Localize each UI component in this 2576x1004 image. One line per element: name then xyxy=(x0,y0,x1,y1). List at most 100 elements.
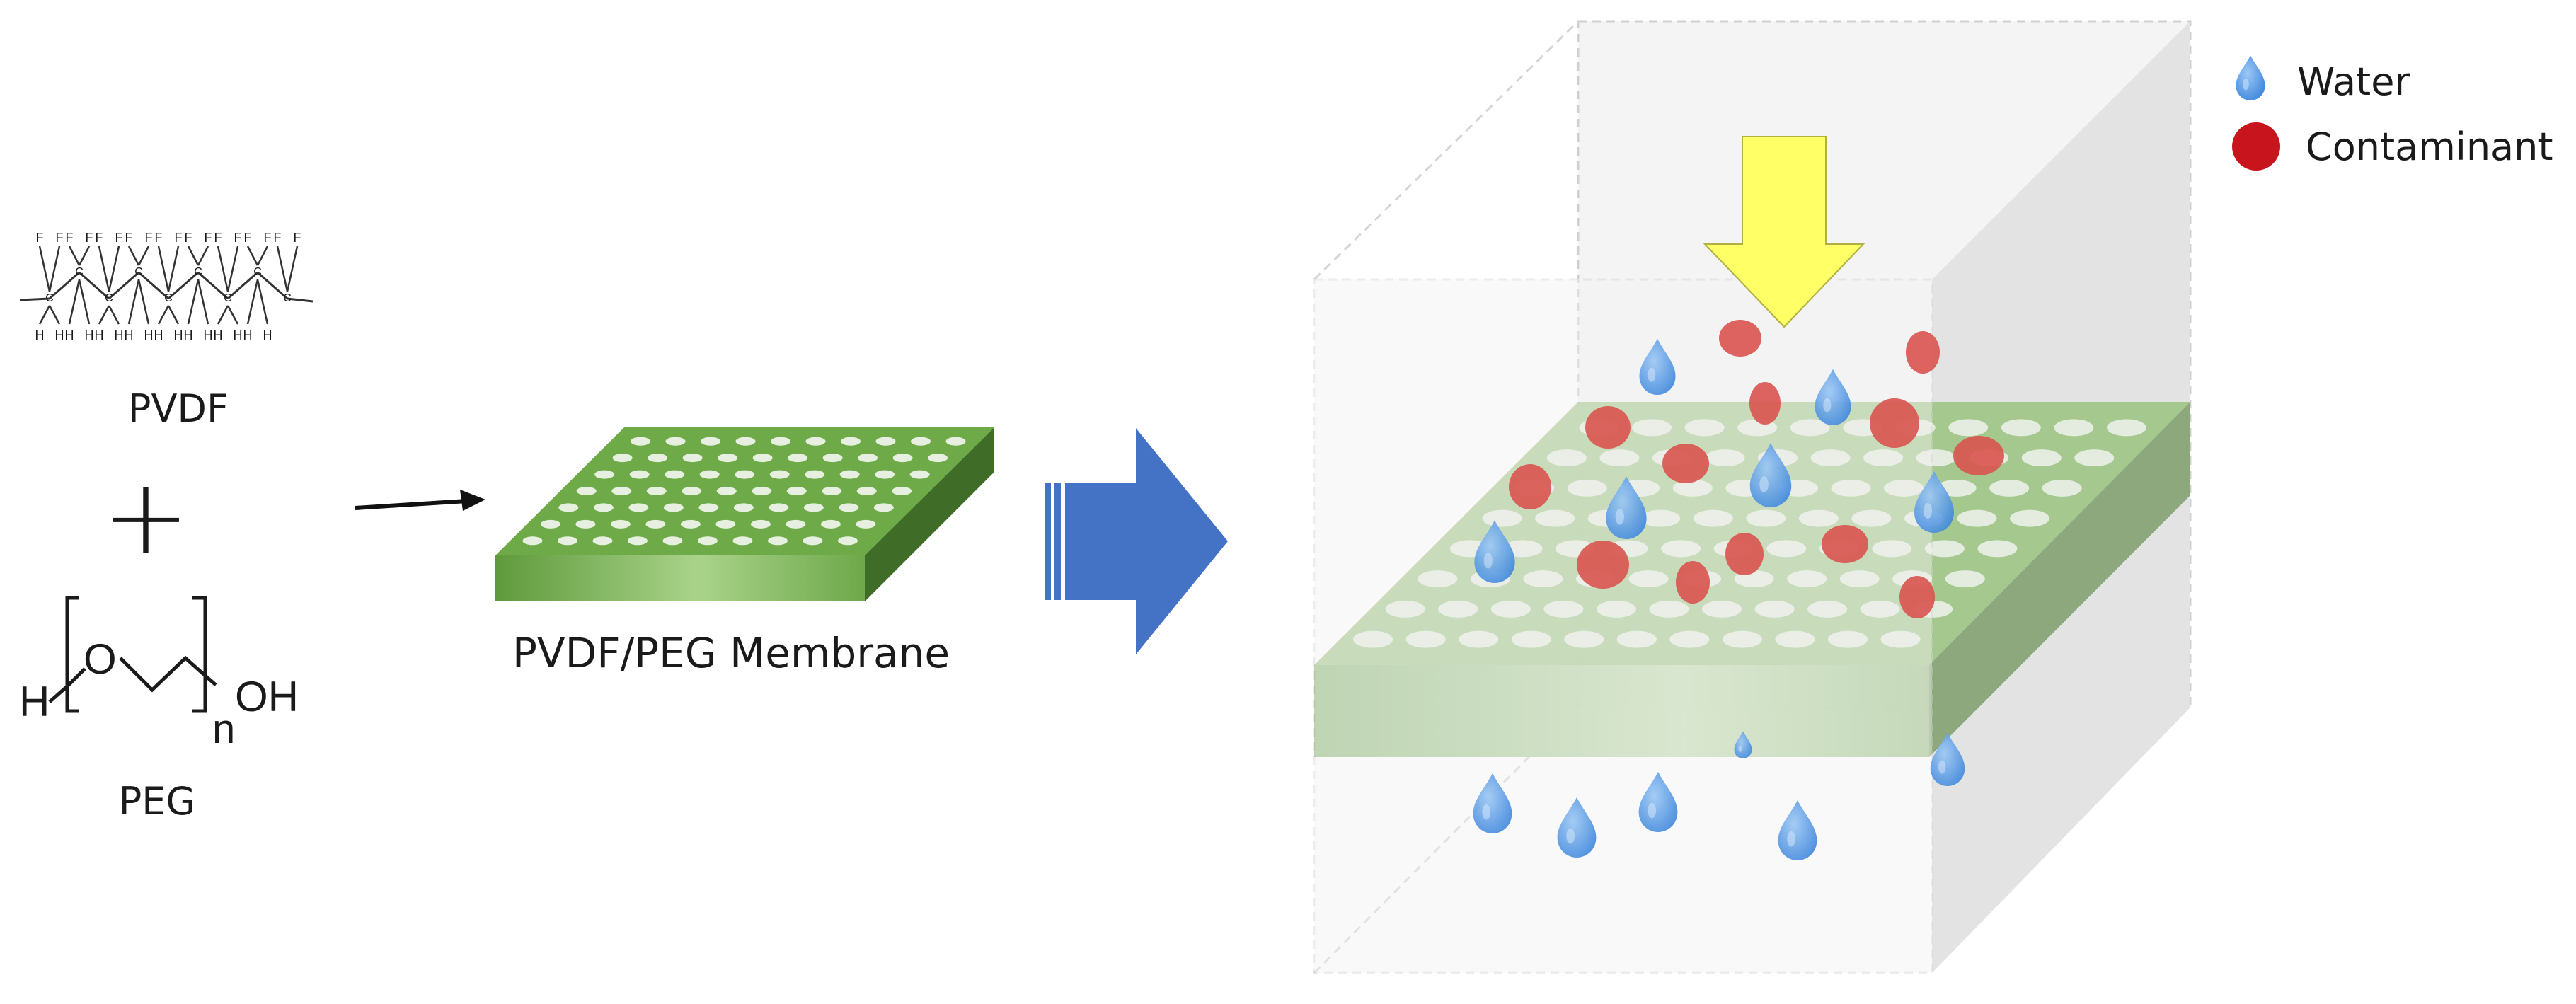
membrane-pore xyxy=(1860,600,1900,618)
pvdf-carbon-atom: C xyxy=(75,266,84,278)
membrane-pore xyxy=(911,437,931,446)
membrane-pore xyxy=(1948,419,1989,437)
membrane-pore xyxy=(1798,509,1839,527)
membrane-pore xyxy=(803,503,824,512)
membrane-pore xyxy=(2042,479,2082,497)
membrane-pore xyxy=(1546,449,1587,467)
membrane-pore xyxy=(1722,630,1762,648)
membrane-pore xyxy=(1632,419,1672,437)
membrane-pore xyxy=(1977,540,2018,558)
pvdf-fluorine-atom: F xyxy=(86,231,93,245)
membrane-pore xyxy=(1523,570,1563,588)
membrane-pore xyxy=(1459,630,1499,648)
pvdf-fluorine-atom: F xyxy=(274,231,282,245)
membrane-pore xyxy=(592,536,613,546)
contaminant-particle xyxy=(1822,525,1868,563)
legend-contaminant-label: Contaminant xyxy=(2306,125,2553,169)
contaminant-particle xyxy=(1953,436,2004,475)
membrane-pore xyxy=(1945,570,1985,588)
membrane-pore xyxy=(769,503,789,512)
membrane-pore xyxy=(1353,630,1393,648)
membrane-pore xyxy=(576,487,597,495)
membrane-pore xyxy=(1831,479,1871,497)
membrane-label: PVDF/PEG Membrane xyxy=(512,629,950,677)
pvdf-fluorine-atom: F xyxy=(56,231,64,245)
contaminant-particle xyxy=(1577,541,1629,589)
membrane-pore xyxy=(1669,630,1710,648)
process-arrow xyxy=(1045,428,1228,654)
membrane-pore xyxy=(1851,509,1892,527)
pvdf-carbon-atom: C xyxy=(253,266,262,278)
membrane-pore xyxy=(822,454,843,463)
membrane-pore xyxy=(1535,509,1575,527)
membrane-pore xyxy=(839,470,860,479)
membrane-pore xyxy=(1884,479,1924,497)
pvdf-hydrogen-atom: H xyxy=(144,328,154,342)
membrane-pore xyxy=(2010,509,2050,527)
membrane-pore xyxy=(837,536,858,546)
pvdf-fluorine-atom: F xyxy=(155,231,163,245)
membrane-pore xyxy=(1661,540,1701,558)
membrane-pore xyxy=(875,470,895,479)
peg-structure: H O n OH xyxy=(19,596,299,752)
pvdf-carbon-atom: C xyxy=(283,292,292,304)
membrane-pore xyxy=(1543,600,1584,618)
membrane-pore xyxy=(540,519,560,529)
small-membrane xyxy=(495,427,994,601)
pvdf-fluorine-atom: F xyxy=(36,231,44,245)
contaminant-particle xyxy=(1509,464,1551,509)
membrane-pore xyxy=(1790,419,1830,437)
membrane-pore xyxy=(1418,570,1458,588)
pvdf-label: PVDF xyxy=(128,386,229,431)
membrane-pore xyxy=(2021,449,2062,467)
membrane-pore xyxy=(646,487,667,495)
pvdf-fluorine-atom: F xyxy=(234,231,242,245)
contaminant-particle xyxy=(1676,561,1710,604)
membrane-pore xyxy=(1649,600,1689,618)
membrane-pore xyxy=(2001,419,2041,437)
membrane-pore xyxy=(841,437,861,446)
thin-arrow xyxy=(355,490,485,511)
pvdf-fluorine-atom: F xyxy=(175,231,183,245)
membrane-pore xyxy=(1863,449,1904,467)
pvdf-fluorine-atom: F xyxy=(214,231,222,245)
membrane-pore xyxy=(733,503,754,512)
membrane-pore xyxy=(1775,630,1815,648)
membrane-pore xyxy=(680,519,701,529)
membrane-pore xyxy=(593,503,614,512)
pvdf-fluorine-atom: F xyxy=(125,231,133,245)
membrane-pore xyxy=(594,470,615,479)
membrane-pore xyxy=(1672,479,1713,497)
pvdf-carbon-atom: C xyxy=(194,266,202,278)
membrane-pore xyxy=(627,536,648,546)
membrane-pore xyxy=(788,454,808,463)
pvdf-fluorine-atom: F xyxy=(66,231,74,245)
membrane-pore xyxy=(839,503,859,512)
membrane-pore xyxy=(1511,630,1551,648)
flow-arrow xyxy=(1703,136,1865,328)
pvdf-fluorine-atom: F xyxy=(205,231,212,245)
pvdf-carbon-atom: C xyxy=(105,292,113,304)
contaminant-particle xyxy=(1906,331,1940,374)
membrane-pore xyxy=(752,454,773,463)
membrane-pore xyxy=(575,519,596,529)
membrane-pore xyxy=(1827,630,1868,648)
membrane-pore xyxy=(1616,630,1657,648)
membrane-pore xyxy=(1405,630,1446,648)
pvdf-fluorine-atom: F xyxy=(115,231,123,245)
membrane-pore xyxy=(945,437,966,446)
pvdf-hydrogen-atom: H xyxy=(154,328,163,342)
pvdf-fluorine-atom: F xyxy=(145,231,153,245)
membrane-pore xyxy=(767,536,788,546)
membrane-pore xyxy=(665,437,686,446)
legend: Water Contaminant xyxy=(2232,55,2553,171)
membrane-pore xyxy=(875,437,896,446)
membrane-pore xyxy=(822,487,842,495)
membrane-pore xyxy=(771,437,791,446)
membrane-pore xyxy=(856,519,876,529)
membrane-pore xyxy=(610,519,631,529)
membrane-pore xyxy=(735,437,756,446)
membrane-pore xyxy=(803,536,823,546)
membrane-pore xyxy=(1872,540,1912,558)
contaminant-particle xyxy=(1725,533,1764,575)
